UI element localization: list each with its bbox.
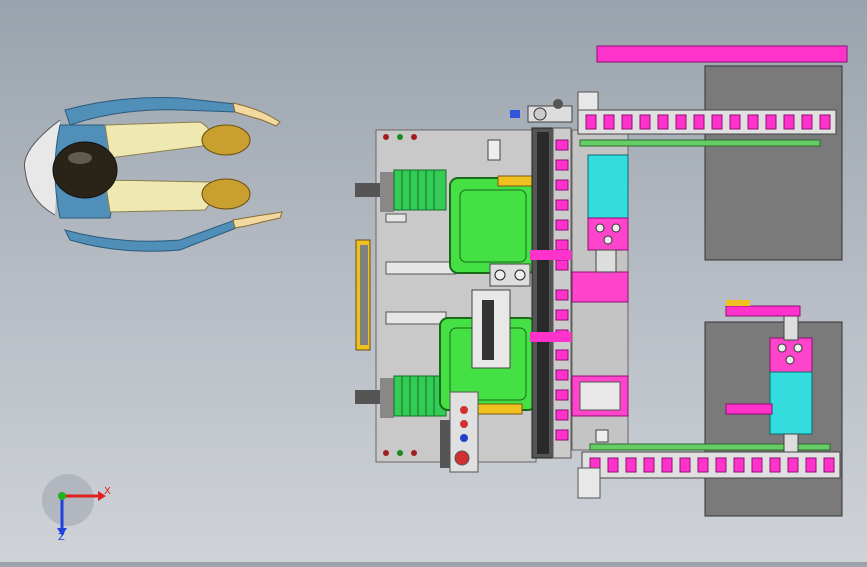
cable-chain-upper[interactable] bbox=[577, 109, 837, 147]
indicator-light-icon bbox=[383, 134, 389, 140]
top-magenta-bar[interactable] bbox=[596, 45, 848, 63]
center-clamp-mechanism[interactable] bbox=[471, 263, 531, 369]
axis-x-label: X bbox=[104, 486, 111, 497]
operator-figure[interactable] bbox=[23, 97, 283, 252]
vertical-gantry-rail[interactable] bbox=[530, 127, 572, 459]
pneumatic-fitting[interactable] bbox=[487, 91, 599, 161]
cyan-actuator-upper[interactable] bbox=[587, 154, 629, 273]
control-panel[interactable] bbox=[440, 391, 479, 473]
clamp-cylinder-top[interactable] bbox=[355, 169, 447, 212]
axis-triad bbox=[42, 474, 106, 536]
slide-rail[interactable] bbox=[385, 213, 457, 325]
clamp-cylinder-bottom[interactable] bbox=[355, 375, 447, 418]
cyan-actuator-lower[interactable] bbox=[725, 300, 813, 453]
workpiece-nest-upper[interactable] bbox=[449, 177, 537, 274]
axis-z-label: Z bbox=[58, 532, 65, 543]
cable-chain-lower[interactable] bbox=[577, 443, 841, 499]
mounting-block-top[interactable] bbox=[704, 65, 843, 261]
